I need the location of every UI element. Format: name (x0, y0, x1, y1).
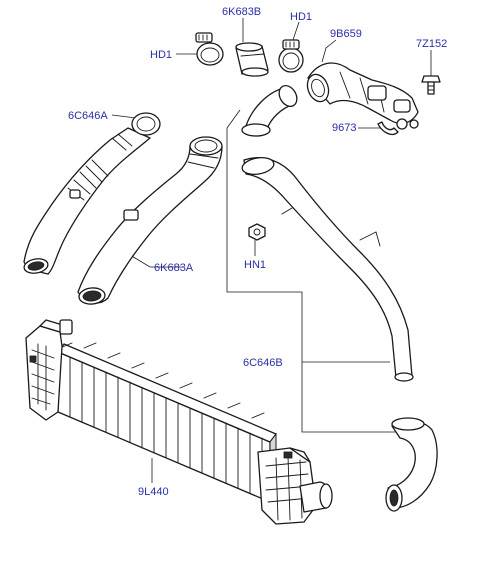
tube-assembly-9b659 (306, 62, 419, 130)
leader-lines (111, 18, 432, 483)
hose-clamp-right (278, 39, 304, 73)
rubber-boot-6k683b (235, 42, 269, 77)
label-6c646b: 6C646B (243, 357, 283, 369)
intercooler-fins (69, 356, 263, 499)
label-hd1-right: HD1 (290, 11, 312, 23)
hose-clamp-left (195, 32, 224, 66)
label-6k683b: 6K683B (222, 6, 261, 18)
label-9b659: 9B659 (330, 28, 362, 40)
callout-labels: HD1 6K683B HD1 9B659 7Z152 6C646A 9673 6… (68, 6, 447, 498)
bolt-7z152 (421, 75, 441, 95)
label-hn1: HN1 (244, 259, 266, 271)
label-6k683a: 6K683A (154, 262, 194, 274)
intercooler-9l440 (25, 319, 333, 525)
spring-clip-9673 (377, 121, 399, 136)
label-9l440: 9L440 (138, 486, 169, 498)
air-hose-6k683a (77, 136, 223, 305)
label-6c646a: 6C646A (68, 110, 108, 122)
elbow-connector (241, 85, 298, 137)
label-9673: 9673 (332, 122, 356, 134)
air-hose-6c646a (23, 112, 161, 275)
label-hd1-left: HD1 (150, 49, 172, 61)
lower-air-hose (385, 417, 438, 512)
air-pipe-6c646b (241, 156, 414, 382)
label-7z152: 7Z152 (416, 38, 447, 50)
hex-nut-hn1 (248, 223, 266, 241)
